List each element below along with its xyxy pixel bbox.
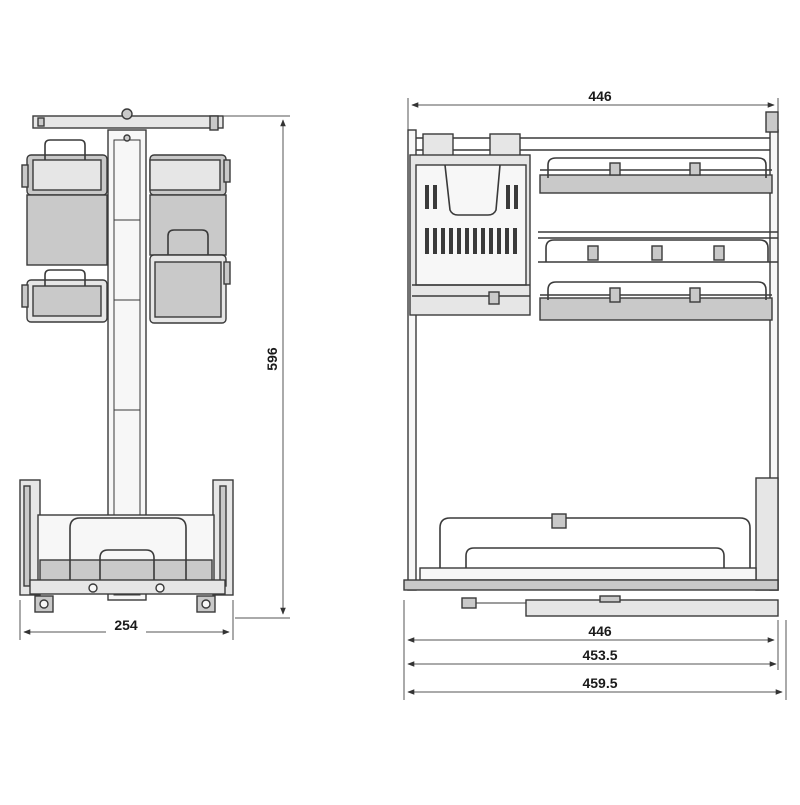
front-height-label: 596 (264, 347, 280, 371)
front-bottom-tray (19, 479, 234, 613)
side-top-width-label: 446 (588, 88, 612, 104)
side-bottom-label-459-5: 459.5 (582, 675, 617, 691)
front-view: 254 596 (19, 108, 290, 640)
side-middle-rack (538, 231, 778, 263)
front-lower-right-basket (149, 229, 231, 324)
side-perforated-basket (409, 154, 531, 316)
front-upper-right-basket (149, 154, 231, 196)
front-width-label: 254 (114, 617, 138, 633)
front-upper-left-basket (21, 139, 108, 196)
side-bottom-label-446: 446 (588, 623, 612, 639)
front-lower-left-basket (21, 269, 108, 323)
side-bottom-dimensions: 446 453.5 459.5 (403, 600, 787, 700)
side-bottom-tray (403, 477, 779, 617)
basket-slots (425, 185, 518, 254)
side-lower-rack (539, 281, 773, 321)
side-top-width-dimension: 446 (407, 88, 779, 130)
front-height-dimension: 596 (223, 115, 290, 619)
side-bottom-label-453-5: 453.5 (582, 647, 617, 663)
front-left-back-panel (26, 194, 108, 266)
side-view: 446 (403, 88, 787, 700)
front-width-dimension: 254 (19, 600, 234, 640)
side-upper-rack (539, 157, 773, 194)
front-right-back-panel (149, 194, 227, 256)
